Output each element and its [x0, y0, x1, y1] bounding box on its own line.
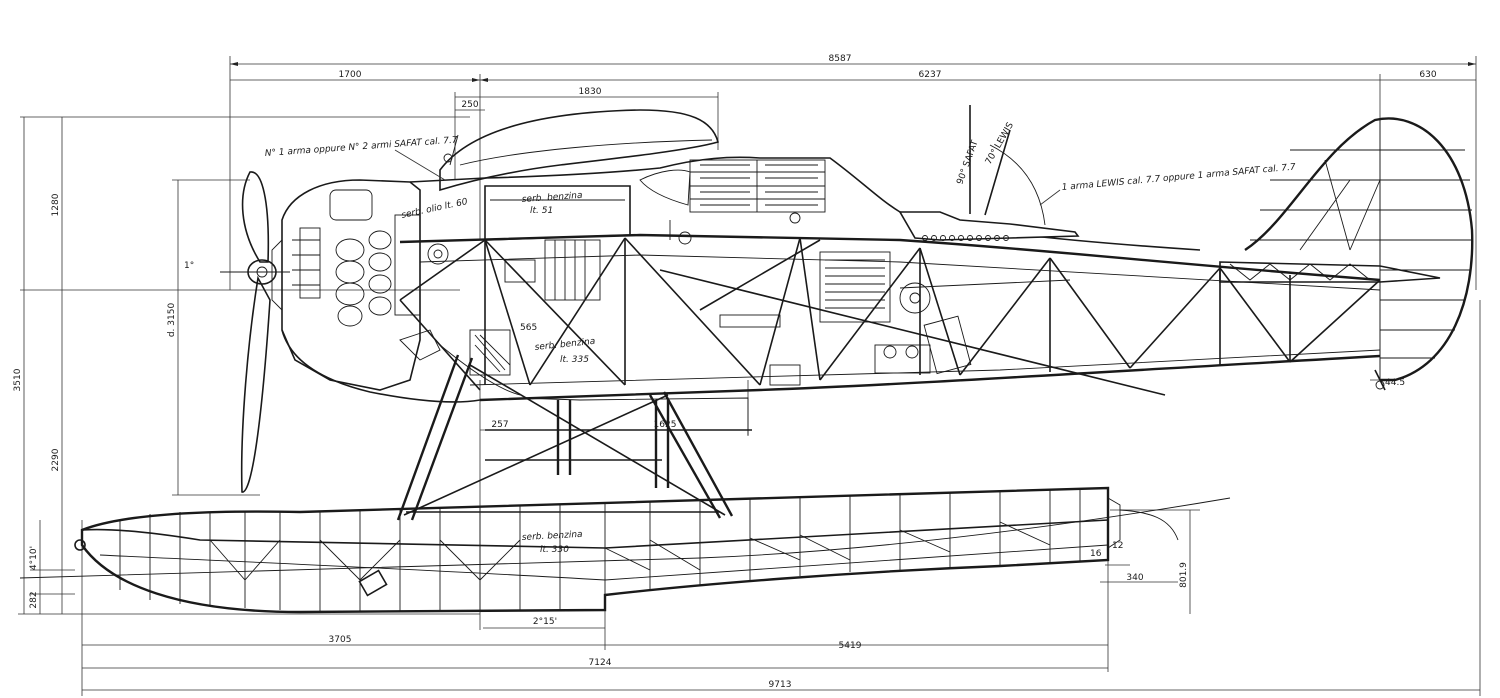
dim-overall-length: 8587 — [829, 54, 852, 64]
label-forward-guns: N° 1 arma oppure N° 2 armi SAFAT cal. 7.… — [265, 136, 459, 159]
label-fuel-tank-upper: serb. benzina — [522, 191, 583, 205]
dim-prop-diameter: d. 3150 — [167, 303, 177, 338]
label-fuel-tank-main: serb. benzina — [534, 337, 595, 353]
label-float-tank: serb. benzina — [522, 530, 583, 543]
dim-float-step: 2°15' — [533, 617, 557, 627]
float-struts — [396, 354, 752, 521]
dim-tail-overhang: 630 — [1419, 70, 1436, 80]
engine-section — [271, 179, 521, 403]
dim-strut-a: 257 — [491, 420, 508, 430]
dim-cg-offset: 565 — [520, 323, 537, 333]
label-float-tank-cap: lt. 330 — [540, 545, 569, 555]
canopy-and-gun — [409, 109, 1201, 251]
dim-float-height: 801.9 — [1179, 562, 1189, 588]
dim-height-upper: 1280 — [51, 193, 61, 216]
dim-nose-section: 1700 — [339, 70, 362, 80]
dim-gun-length: 1830 — [579, 87, 602, 97]
dim-float-nose: 4°10' — [29, 546, 39, 570]
dim-float-front: 3705 — [329, 635, 352, 645]
dim-float-length: 9713 — [769, 680, 792, 690]
dimension-labels: 8587 1700 6237 630 250 1830 1280 3510 22… — [13, 54, 1437, 690]
dim-float-total: 7124 — [589, 658, 612, 668]
fuselage — [399, 105, 1381, 402]
dim-float-tail: 340 — [1126, 573, 1143, 583]
dim-rear-section: 6237 — [919, 70, 942, 80]
dim-prop-offset: 1° — [184, 261, 194, 271]
dim-float-base: 282 — [29, 591, 39, 608]
label-rear-gun: 1 arma LEWIS cal. 7.7 oppure 1 arma SAFA… — [1061, 163, 1296, 193]
dim-gun-angle-b: 70° LEWIS — [984, 121, 1016, 167]
dimension-lines — [18, 56, 1481, 696]
dim-gun-angle-a: 90° SAFAT — [955, 139, 980, 186]
dim-float-tail-b: 16 — [1090, 549, 1102, 559]
water-line — [19, 497, 1231, 579]
label-oil-tank: serb. olio lt. 60 — [401, 197, 469, 221]
propeller — [220, 171, 290, 493]
dim-tail-wheel: 44.5 — [1385, 378, 1405, 388]
dim-float-rear: 5419 — [839, 641, 862, 651]
float — [74, 486, 1179, 614]
dim-gun-offset: 250 — [461, 100, 478, 110]
dim-float-tail-a: 12 — [1112, 541, 1123, 551]
label-fuel-tank-upper-cap: lt. 51 — [530, 206, 553, 216]
label-fuel-tank-main-cap: lt. 335 — [560, 355, 589, 365]
tail-unit — [1219, 117, 1474, 391]
dim-height-lower: 2290 — [51, 448, 61, 471]
dim-height-total: 3510 — [13, 368, 23, 391]
dim-strut-b: 1625 — [654, 420, 677, 430]
